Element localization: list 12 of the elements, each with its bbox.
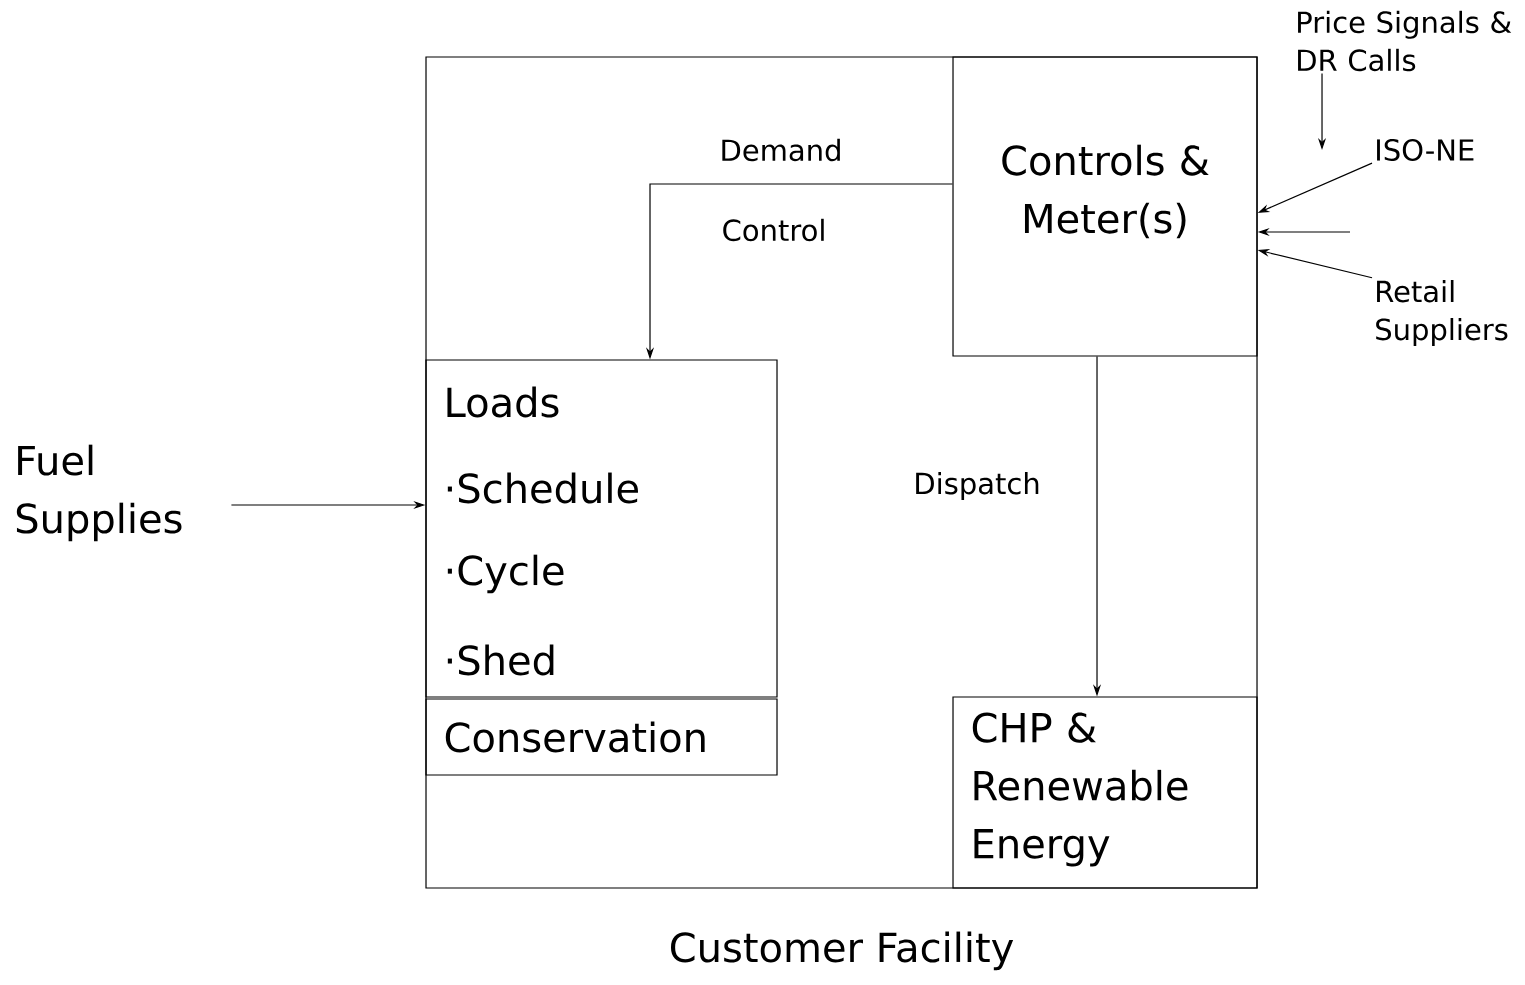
energy-box: CHP & Renewable Energy xyxy=(952,696,1258,889)
node-label: Customer Facility xyxy=(670,931,1014,971)
edge-label: Dispatch xyxy=(916,471,1039,501)
source-label: Price Signals & DR Calls xyxy=(1298,10,1512,72)
source-label: Retail Suppliers xyxy=(1376,279,1508,347)
conservation-box: Conservation xyxy=(425,698,778,776)
source-label: ISO-NE xyxy=(1377,139,1474,161)
source-label: Fuel Supplies xyxy=(16,444,182,542)
text-label: Control xyxy=(723,218,824,242)
text-label: Demand xyxy=(722,138,840,162)
controls-box: Controls & Meter(s) xyxy=(952,56,1258,357)
loads-box: Loads ·Schedule ·Cycle ·Shed xyxy=(425,359,778,698)
